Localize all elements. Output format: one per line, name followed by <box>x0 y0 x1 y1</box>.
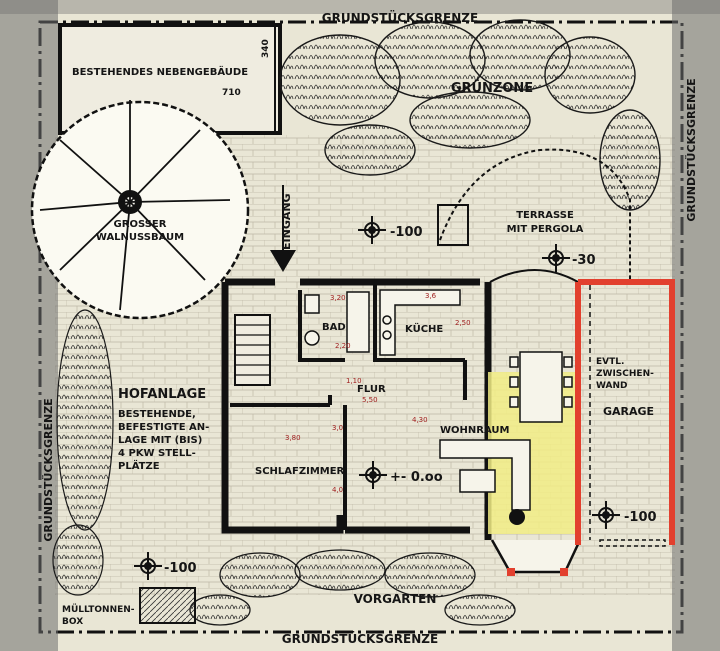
level-living-value: +- 0.oo <box>390 470 443 485</box>
front-garden-shrubs <box>189 549 516 626</box>
entrance-arrow-icon <box>270 185 296 272</box>
hand-dim-1: 3,20 <box>330 294 346 302</box>
bay-window <box>490 539 582 574</box>
entrance-label: EINGANG <box>280 193 293 250</box>
green-zone-label: GRÜNZONE <box>451 80 533 96</box>
hand-dim-10: 1,10 <box>346 377 362 385</box>
courtyard-line5: PLÄTZE <box>118 458 160 472</box>
bay-window-posts <box>507 568 568 576</box>
optional-wall-line1: EVTL. <box>596 357 624 367</box>
bedroom-label: SCHLAFZIMMER <box>255 466 345 477</box>
green-zone-shrubs <box>279 19 661 211</box>
courtyard-line2: BEFESTIGTE AN- <box>118 422 209 433</box>
level-marker-garage-icon <box>592 501 620 529</box>
existing-building-label: BESTEHENDES NEBENGEBÄUDE <box>72 64 248 78</box>
garage-walls <box>575 279 675 545</box>
right-boundary-band <box>672 0 720 651</box>
hand-dim-8: 3,0 <box>332 424 343 432</box>
optional-wall-line3: WAND <box>596 381 628 391</box>
kitchen-label: KÜCHE <box>405 321 443 335</box>
left-boundary-band <box>0 0 58 651</box>
hand-dim-4: 5,50 <box>362 396 378 404</box>
top-boundary-label: GRUNDSTÜCKSGRENZE <box>322 10 478 25</box>
sofa-group <box>439 439 531 511</box>
top-boundary-band <box>0 0 720 14</box>
level-north-value: -100 <box>390 225 423 240</box>
hand-dim-5: 4,30 <box>412 416 428 424</box>
pergola-bench <box>437 204 469 246</box>
courtyard-title: HOFANLAGE <box>118 387 206 402</box>
fireplace <box>509 509 525 525</box>
level-marker-terrace-icon <box>542 244 570 272</box>
stairs <box>234 314 271 386</box>
dining-table <box>509 351 573 423</box>
level-terrace-value: -30 <box>572 253 596 268</box>
bath-label: BAD <box>322 322 346 333</box>
level-southwest-value: -100 <box>164 561 197 576</box>
bathroom-fixtures <box>304 291 370 353</box>
left-boundary-label: GRUNDSTÜCKSGRENZE <box>41 398 55 541</box>
level-marker-north-icon <box>358 216 386 244</box>
hand-dim-9: 2,20 <box>335 342 351 350</box>
terrace-label-line1: TERRASSE <box>516 210 574 221</box>
level-marker-southwest-icon <box>134 552 162 580</box>
level-garage-value: -100 <box>624 510 657 525</box>
terrace-label-line2: MIT PERGOLA <box>507 224 584 235</box>
bins-label-line2: BOX <box>62 617 83 627</box>
hand-dim-6: 3,80 <box>285 434 301 442</box>
optional-wall-line2: ZWISCHEN- <box>596 369 654 379</box>
courtyard-line1: BESTEHENDE, <box>118 409 196 420</box>
front-garden-label: VORGARTEN <box>354 592 437 606</box>
walnut-tree <box>30 100 250 320</box>
hand-dim-3: 2,50 <box>455 319 471 327</box>
kitchen-counter <box>379 289 461 356</box>
dimension-340: 340 <box>261 39 271 58</box>
pergola-outline <box>439 148 631 280</box>
west-hedge <box>52 309 114 596</box>
tree-label-line2: WALNUSSBAUM <box>96 232 184 243</box>
bin-box <box>139 587 196 624</box>
hand-dim-2: 3,6 <box>425 292 437 300</box>
dimension-710: 710 <box>222 88 241 98</box>
bins-label-line1: MÜLLTONNEN- <box>62 604 135 615</box>
bottom-boundary-label: GRUNDSTÜCKSGRENZE <box>282 631 438 646</box>
hand-dim-7: 4,0 <box>332 486 343 494</box>
interior-walls <box>230 282 467 530</box>
courtyard-line4: 4 PKW STELL- <box>118 448 196 459</box>
tree-label-line1: GROSSER <box>114 219 167 230</box>
right-boundary-label: GRUNDSTÜCKSGRENZE <box>684 78 698 221</box>
hall-label: FLUR <box>357 384 386 395</box>
terrace-door <box>489 269 579 283</box>
garage-label: GARAGE <box>603 405 654 418</box>
living-label: WOHNRAUM <box>440 425 510 436</box>
level-marker-living-icon <box>359 461 387 489</box>
courtyard-line3: LAGE MIT (BIS) <box>118 435 202 446</box>
